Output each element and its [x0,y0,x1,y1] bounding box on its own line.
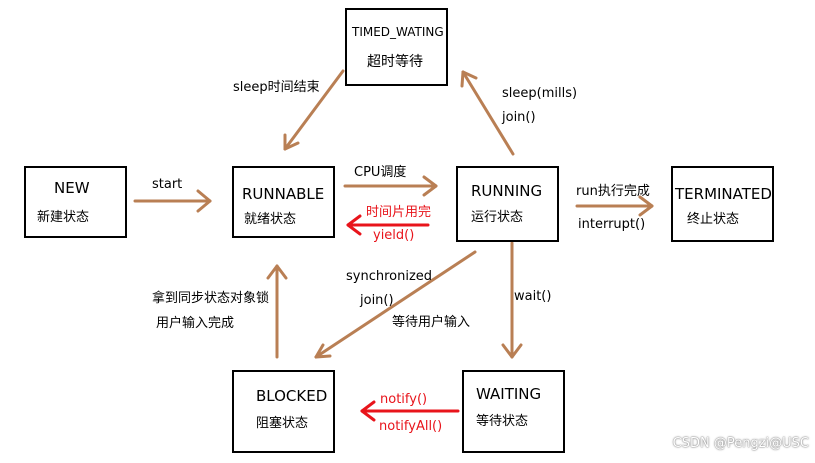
state-blocked-zh: 阻塞状态 [256,416,309,431]
state-blocked-en: BLOCKED [256,387,328,405]
arrow-start [133,189,212,213]
label-input-done: 用户输入完成 [156,316,235,331]
state-running-en: RUNNING [471,182,543,200]
label-interrupt: interrupt() [578,217,646,232]
label-yield: yield() [373,228,415,243]
label-start: start [152,177,183,192]
arrow-synchronized [314,250,477,359]
state-new-zh: 新建状态 [37,210,90,225]
state-waiting-zh: 等待状态 [476,414,529,429]
state-new-en: NEW [54,179,90,197]
state-terminated-en: TERMINATED [675,185,772,203]
label-join-blocked: join() [360,293,394,308]
state-runnable-zh: 就绪状态 [244,212,297,227]
label-sleep-end: sleep时间结束 [233,80,320,95]
state-timed-waiting-en: TIMED_WATING [352,25,444,39]
state-waiting-en: WAITING [476,385,542,403]
label-wait-input: 等待用户输入 [392,315,471,330]
label-synchronized: synchronized [346,269,433,284]
arrow-sleep-end [283,69,345,151]
state-terminated-zh: 终止状态 [687,212,740,227]
label-cpu-schedule: CPU调度 [354,165,407,180]
arrow-yield [346,214,430,236]
state-runnable-en: RUNNABLE [242,185,325,203]
state-blocked: BLOCKED 阻塞状态 [232,370,335,453]
label-notify: notify() [380,392,428,407]
arrow-run-complete [575,195,654,217]
state-terminated: TERMINATED 终止状态 [671,166,774,242]
state-waiting: WAITING 等待状态 [462,370,565,453]
state-timed-waiting: TIMED_WATING 超时等待 [345,8,448,86]
state-new: NEW 新建状态 [24,166,127,238]
label-get-lock: 拿到同步状态对象锁 [152,291,270,306]
arrow-cpu-schedule [343,175,438,197]
label-sleep-mills: sleep(mills) [502,86,578,101]
label-join-timed: join() [502,110,536,125]
label-timeslice: 时间片用完 [366,205,432,220]
arrow-sleep [460,70,515,156]
label-run-complete: run执行完成 [576,184,650,199]
state-runnable: RUNNABLE 就绪状态 [232,166,335,238]
label-wait: wait() [514,289,552,304]
state-running-zh: 运行状态 [471,210,524,225]
arrow-wait [501,241,523,359]
watermark: CSDN @Pengzi@USC [672,436,809,451]
state-running: RUNNING 运行状态 [456,166,559,242]
arrow-get-lock [266,264,288,359]
label-notify-all: notifyAll() [379,419,443,434]
state-timed-waiting-zh: 超时等待 [367,54,423,70]
arrow-notify [360,400,460,422]
